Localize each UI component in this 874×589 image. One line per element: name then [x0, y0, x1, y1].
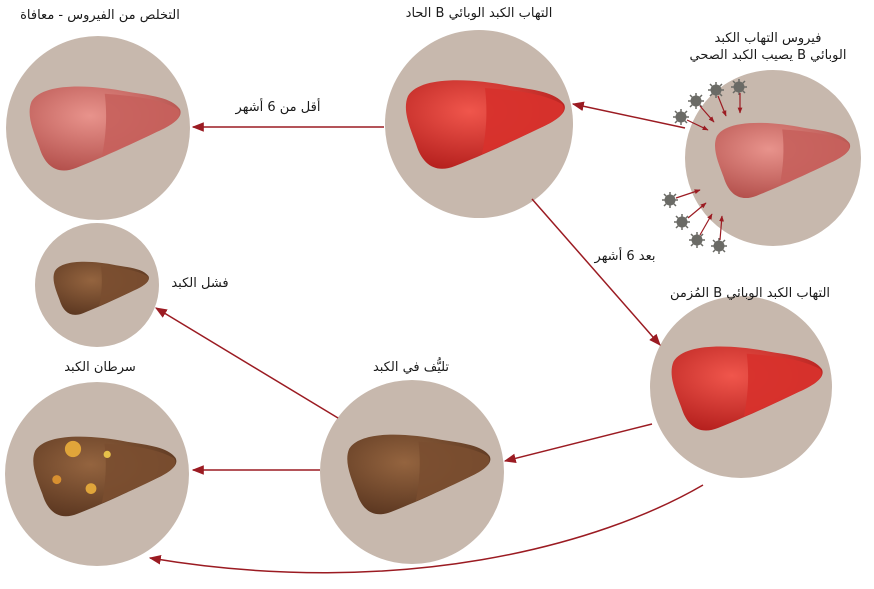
- virus-icon: [673, 109, 689, 125]
- virus-icon: [688, 93, 704, 109]
- label-chronic: التهاب الكبد الوبائي B المُزمن: [640, 285, 860, 302]
- virus-icon: [711, 238, 727, 254]
- label-liver-failure: فشل الكبد: [160, 275, 240, 292]
- virus-icon: [731, 79, 747, 95]
- label-recovery: التخلص من الفيروس - معافاة: [0, 7, 200, 24]
- virus-icon: [689, 232, 705, 248]
- arrow-acute-to-chronic: [532, 199, 660, 345]
- label-less-than-6-months: أقل من 6 أشهر: [218, 99, 338, 116]
- label-cirrhosis: تليُّف في الكبد: [356, 359, 466, 376]
- virus-icon: [708, 82, 724, 98]
- arrow-cirrhosis-to-failure: [156, 308, 338, 418]
- label-liver-cancer: سرطان الكبد: [40, 359, 160, 376]
- label-after-6-months: بعد 6 أشهر: [565, 248, 685, 265]
- virus-icon: [662, 192, 678, 208]
- virus-icon: [674, 214, 690, 230]
- arrow-infection-to-acute: [573, 104, 685, 128]
- label-acute: التهاب الكبد الوبائي B الحاد: [384, 5, 574, 22]
- arrow-chronic-to-cirrhosis: [505, 424, 652, 461]
- label-healthy-infection: فيروس التهاب الكبد الوبائي B يصيب الكبد …: [668, 30, 868, 64]
